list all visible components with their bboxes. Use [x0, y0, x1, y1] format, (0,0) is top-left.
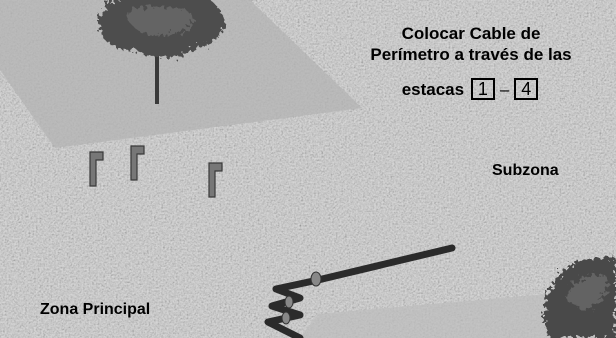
- instruction-title: Colocar Cable de Perímetro a través de l…: [330, 23, 612, 100]
- lower-shaded-area: [300, 288, 616, 338]
- cable-connector: [284, 295, 294, 309]
- cable-connector: [310, 271, 322, 287]
- main-zone-label: Zona Principal: [40, 301, 151, 318]
- instruction-line-1: Colocar Cable de: [401, 24, 541, 43]
- stake-start-box: 1: [470, 78, 495, 100]
- subzone-shaded-area: [0, 0, 362, 148]
- bush-bottom-right: [544, 257, 616, 338]
- instruction-line-2: Perímetro a través de las: [370, 45, 572, 64]
- tree-trunk: [155, 44, 159, 104]
- bush-foliage-highlight: [566, 275, 608, 310]
- stake-3: [208, 162, 223, 198]
- stake-2: [130, 145, 145, 181]
- instruction-stakes-word: estacas: [401, 80, 465, 99]
- stake-end-box: 4: [514, 78, 539, 100]
- stakes: [89, 145, 223, 198]
- tree-foliage-highlight: [125, 6, 194, 36]
- stake-1: [89, 151, 104, 187]
- perimeter-cable: [264, 244, 456, 338]
- cable-connector: [281, 311, 291, 325]
- instruction-line-3: estacas 1–4: [402, 78, 541, 100]
- tree-top: [98, 0, 225, 104]
- subzone-label: Subzona: [492, 162, 559, 179]
- range-separator: –: [499, 80, 510, 99]
